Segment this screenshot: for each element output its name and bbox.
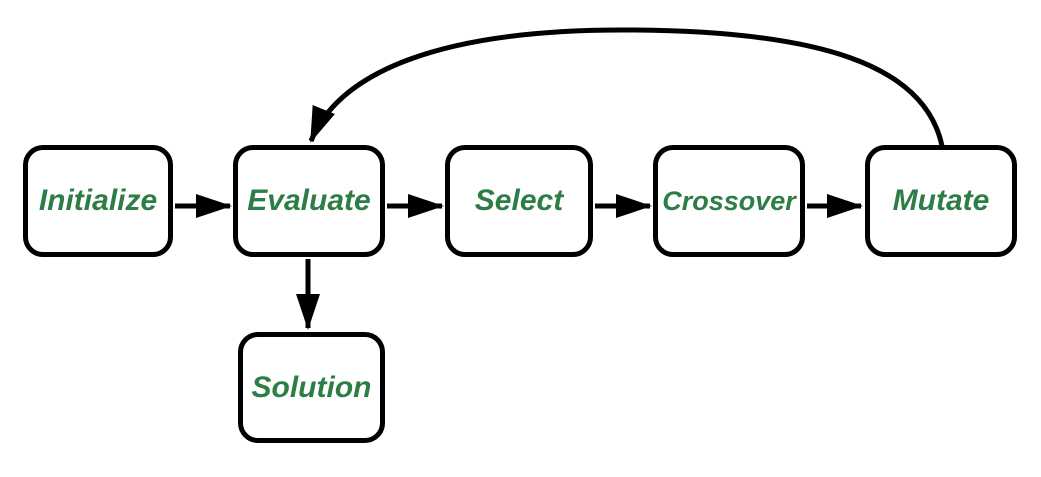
node-crossover-label: Crossover	[662, 185, 796, 216]
node-crossover: Crossover	[653, 145, 805, 257]
node-solution-label: Solution	[251, 370, 372, 404]
node-mutate: Mutate	[865, 145, 1017, 257]
node-select: Select	[445, 145, 593, 257]
node-evaluate-label: Evaluate	[247, 184, 371, 217]
edge-mutate-to-evaluate-loop	[308, 27, 945, 147]
node-select-label: Select	[474, 184, 564, 217]
node-mutate-label: Mutate	[892, 184, 990, 217]
node-initialize-label: Initialize	[38, 184, 158, 217]
node-solution: Solution	[238, 332, 385, 443]
node-evaluate: Evaluate	[233, 145, 385, 257]
node-initialize: Initialize	[23, 145, 173, 257]
